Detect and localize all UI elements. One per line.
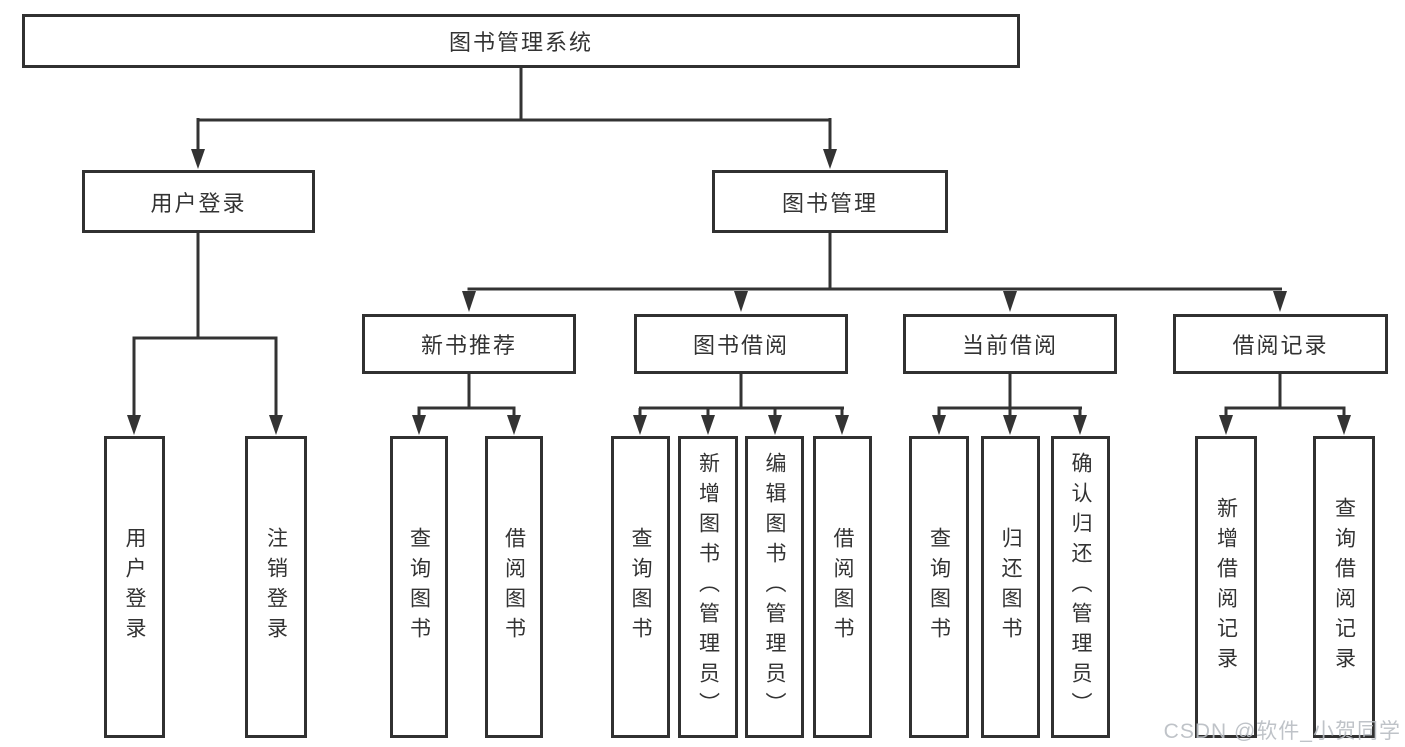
node-label: 查询图书: [407, 527, 431, 647]
node-label: 用户登录: [150, 190, 247, 216]
node-label: 用户登录: [123, 527, 146, 647]
node-label: 借阅图书: [502, 527, 526, 647]
node-label: 图书管理: [781, 190, 878, 216]
leaf-confirm-return-admin: 确认归还（管理员）: [1051, 436, 1110, 738]
node-label: 借阅记录: [1232, 333, 1329, 358]
leaf-borrow-books-2: 借阅图书: [813, 436, 872, 738]
node-label: 新增借阅记录: [1214, 497, 1238, 677]
node-label: 确认归还（管理员）: [1069, 452, 1092, 722]
node-label: 查询图书: [629, 527, 652, 647]
leaf-add-book-admin: 新增图书（管理员）: [678, 436, 738, 738]
node-label: 归还图书: [999, 527, 1022, 647]
node-label: 注销登录: [264, 527, 288, 647]
leaf-logout: 注销登录: [245, 436, 307, 738]
leaf-query-books-1: 查询图书: [390, 436, 448, 738]
node-book-management: 图书管理: [712, 170, 948, 233]
node-label: 查询借阅记录: [1332, 497, 1356, 677]
leaf-query-borrow-record: 查询借阅记录: [1313, 436, 1375, 738]
leaf-return-book: 归还图书: [981, 436, 1040, 738]
leaf-user-login: 用户登录: [104, 436, 165, 738]
node-new-book-recommend: 新书推荐: [362, 314, 576, 374]
node-root: 图书管理系统: [22, 14, 1020, 68]
leaf-edit-book-admin: 编辑图书（管理员）: [745, 436, 804, 738]
node-user-login: 用户登录: [82, 170, 315, 233]
leaf-query-books-3: 查询图书: [909, 436, 969, 738]
node-label: 查询图书: [927, 527, 951, 647]
node-label: 编辑图书（管理员）: [763, 452, 786, 722]
node-label: 图书管理系统: [448, 30, 593, 55]
node-label: 当前借阅: [961, 333, 1058, 358]
node-current-borrowing: 当前借阅: [903, 314, 1117, 374]
node-label: 借阅图书: [831, 527, 854, 647]
node-label: 新增图书（管理员）: [696, 452, 720, 722]
leaf-borrow-books-1: 借阅图书: [485, 436, 543, 738]
node-book-borrowing: 图书借阅: [634, 314, 848, 374]
watermark-text: CSDN @软件_小贺同学: [1163, 720, 1401, 743]
leaf-query-books-2: 查询图书: [611, 436, 670, 738]
leaf-add-borrow-record: 新增借阅记录: [1195, 436, 1257, 738]
node-borrowing-records: 借阅记录: [1173, 314, 1388, 374]
node-label: 新书推荐: [420, 333, 517, 358]
node-label: 图书借阅: [692, 333, 789, 358]
